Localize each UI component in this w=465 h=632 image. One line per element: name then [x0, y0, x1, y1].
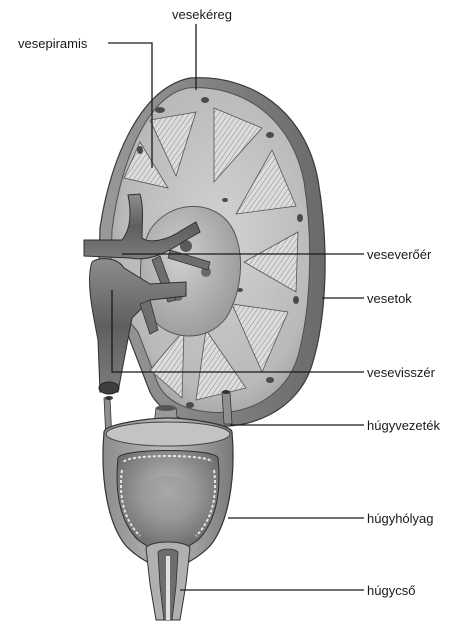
label-cortex: vesekéreg: [172, 8, 232, 21]
label-renal-artery: veseverőér: [367, 248, 431, 261]
urethra: [146, 542, 190, 620]
label-bladder: húgyhólyag: [367, 512, 434, 525]
label-ureter: húgyvezeték: [367, 419, 440, 432]
label-urethra: húgycső: [367, 584, 415, 597]
label-capsule: vesetok: [367, 292, 412, 305]
label-renal-vein: vesevisszér: [367, 366, 435, 379]
label-pyramid: vesepiramis: [18, 37, 87, 50]
